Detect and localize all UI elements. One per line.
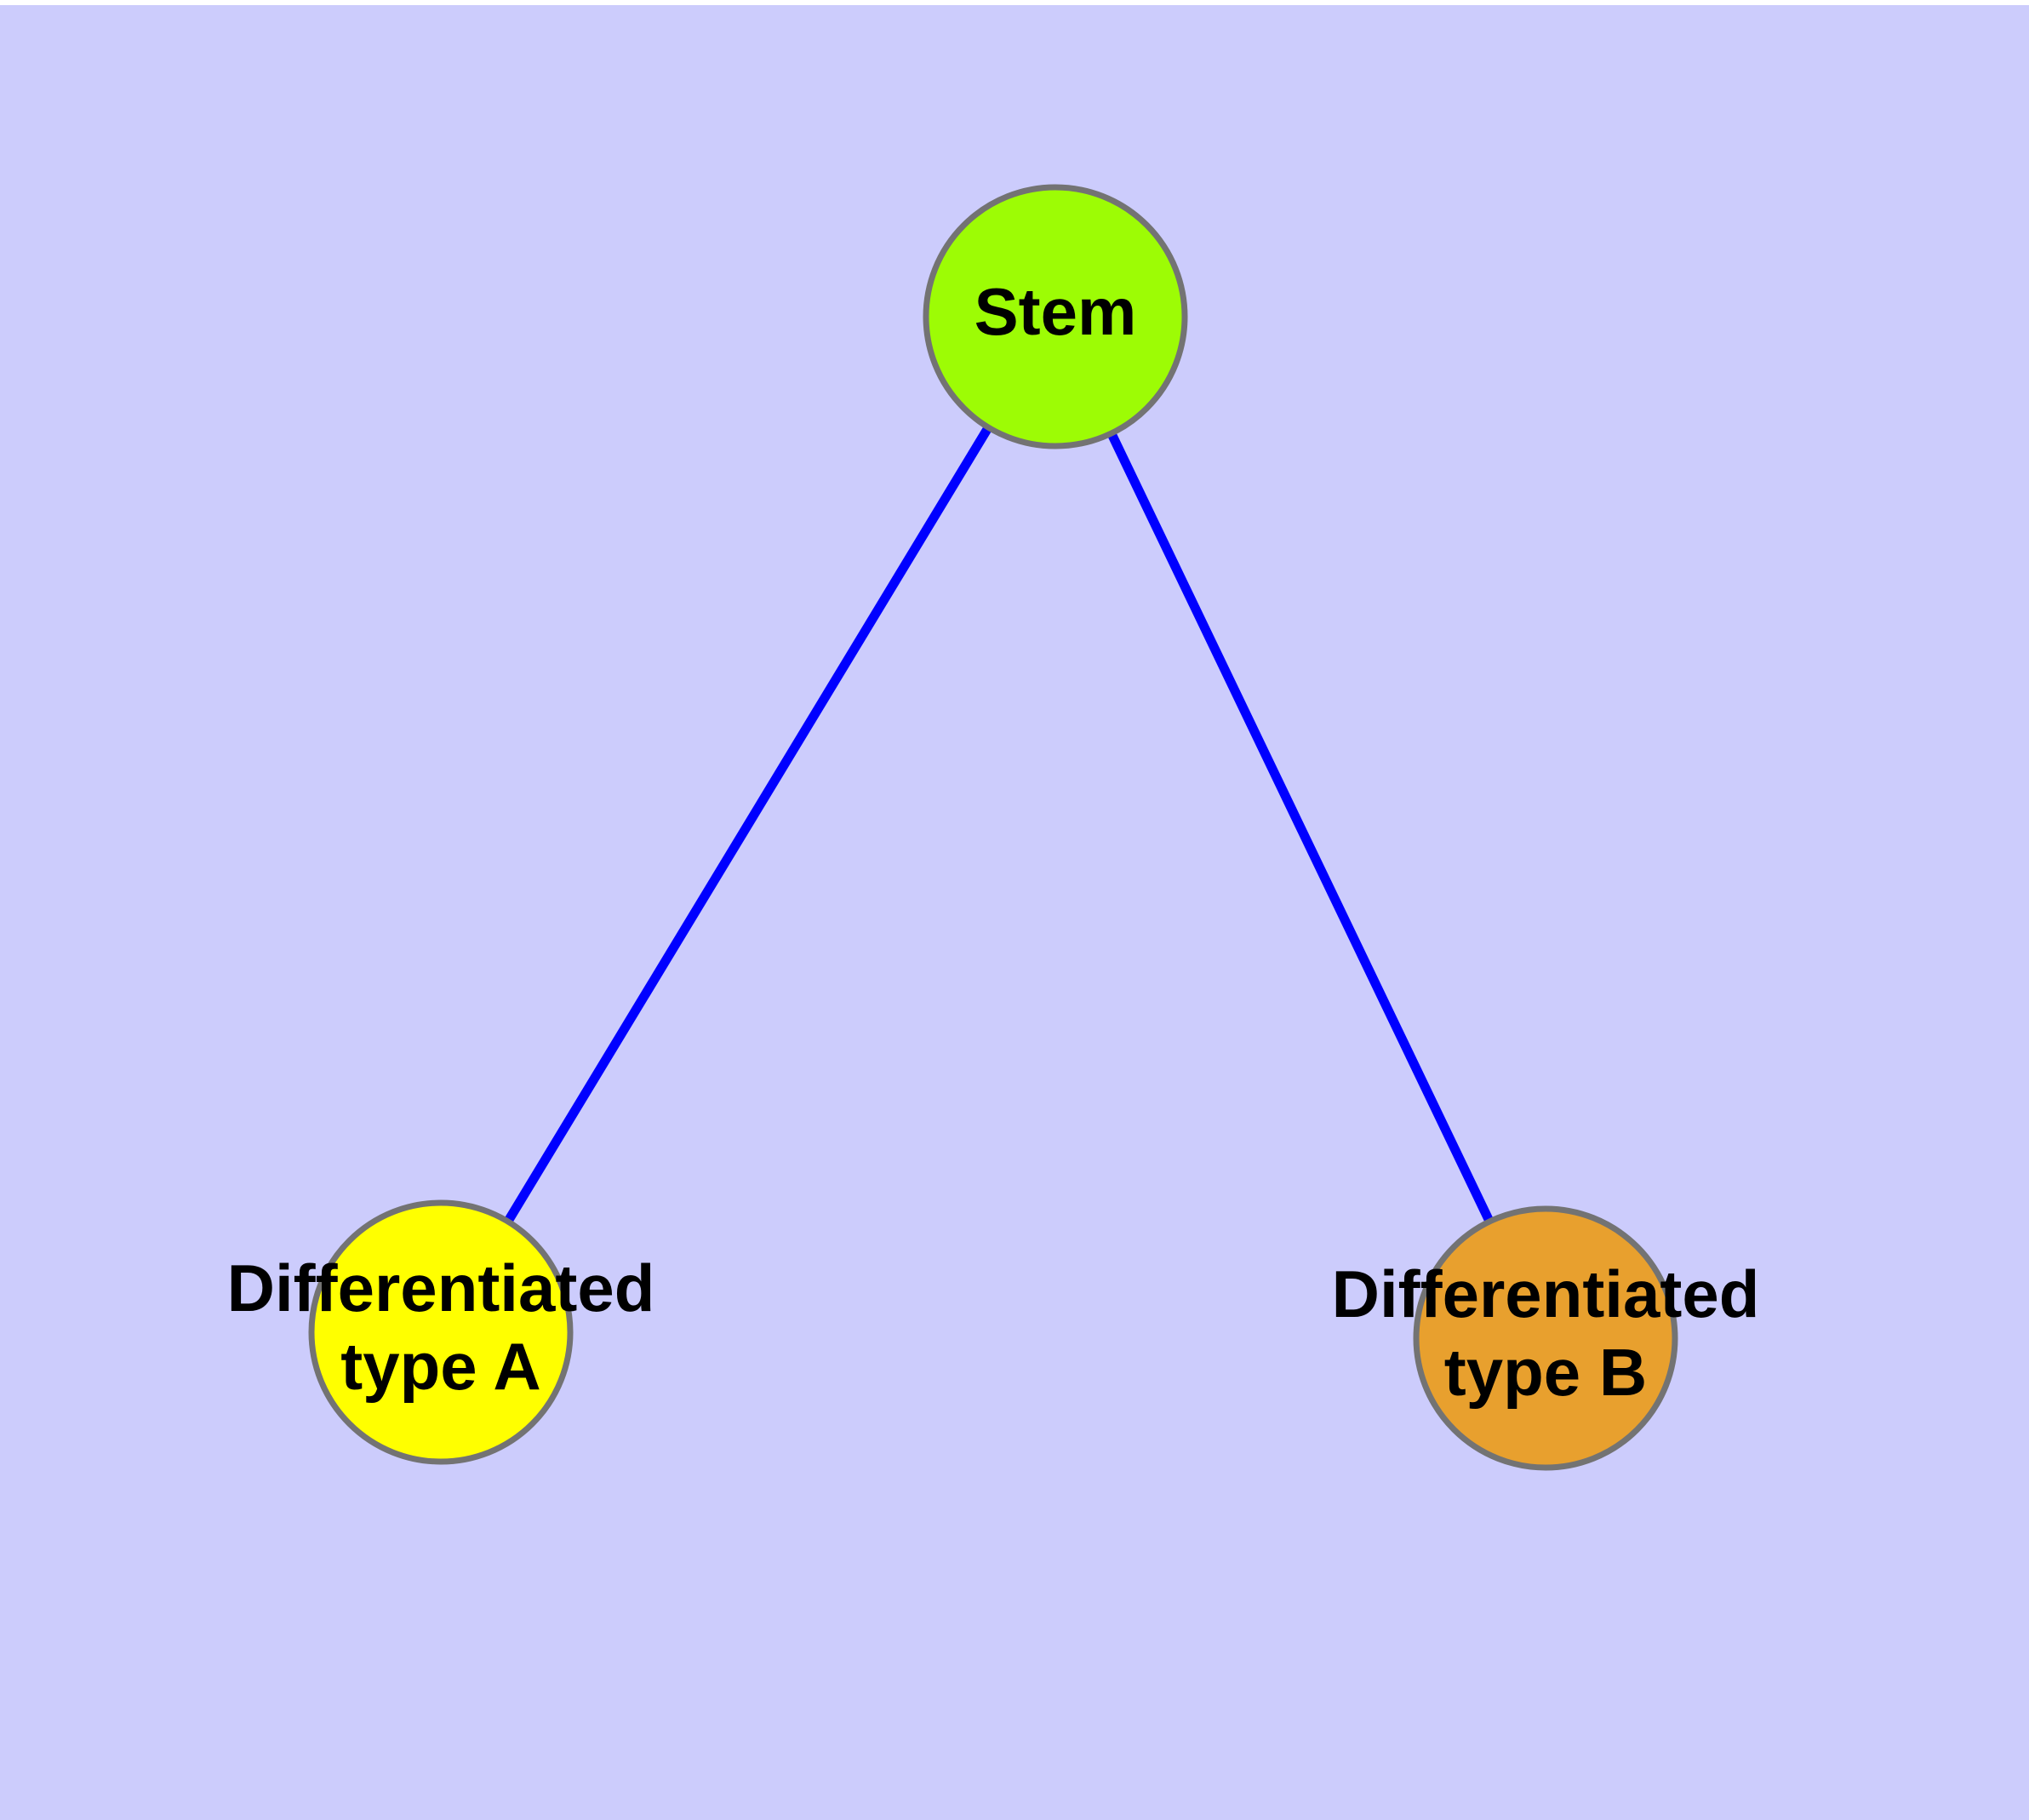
node-layer bbox=[308, 184, 1678, 1471]
node-label-line: Differentiated bbox=[1332, 1256, 1760, 1331]
edge-layer bbox=[437, 314, 1550, 1341]
edge-stem-to-diff-b[interactable] bbox=[1051, 314, 1550, 1341]
node-label-line: type B bbox=[1444, 1335, 1647, 1410]
node-label-line: Differentiated bbox=[227, 1251, 655, 1325]
node-diff-b-circle[interactable] bbox=[1413, 1205, 1678, 1471]
node-diff-a[interactable] bbox=[308, 1199, 574, 1465]
edge-stem-to-diff-a[interactable] bbox=[437, 314, 1060, 1335]
node-stem-label: Stem bbox=[974, 274, 1137, 349]
node-diff-a-circle[interactable] bbox=[308, 1199, 574, 1465]
node-stem-circle[interactable] bbox=[923, 184, 1188, 449]
node-label-line: type A bbox=[340, 1329, 541, 1404]
node-stem[interactable] bbox=[923, 184, 1188, 449]
node-diff-b[interactable] bbox=[1413, 1205, 1678, 1471]
node-label-line: Stem bbox=[974, 274, 1137, 349]
